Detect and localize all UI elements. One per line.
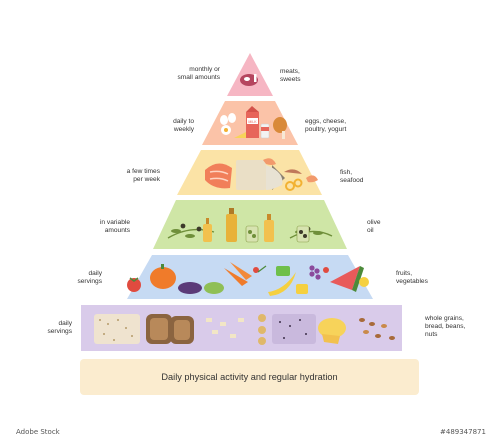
tier-4-left-label: in variable amounts (99, 219, 130, 234)
chicken-leg-icon (273, 117, 287, 139)
pumpkin-icon (150, 264, 176, 289)
tier-5-right-label: fruits, vegetables (396, 270, 428, 285)
bread-icon (146, 314, 194, 344)
pasta-icon (206, 314, 266, 345)
eggplant-icon (178, 282, 224, 294)
tier-6-left-label: daily servings (47, 320, 72, 335)
banana-icon (268, 266, 308, 296)
yogurt-icon (260, 123, 270, 139)
calamari-icon (284, 169, 303, 191)
grapes-icon (309, 265, 329, 280)
stock-brand: Adobe Stock (16, 428, 60, 436)
rice-icon (272, 314, 316, 344)
tier-1-right-label: meats, sweets (280, 68, 301, 83)
footer-banner: Daily physical activity and regular hydr… (80, 359, 419, 395)
tier-5-left-label: daily servings (77, 270, 102, 285)
tier-grains-bread-nuts (81, 305, 402, 351)
footer-text: Daily physical activity and regular hydr… (161, 372, 338, 382)
grains-icon (94, 314, 140, 344)
tier-3-left-label: a few times per week (126, 168, 160, 183)
watermelon-icon (330, 266, 369, 292)
olive-jar-icon (245, 225, 310, 243)
tier-olive-oil (153, 200, 347, 249)
carrot-icon (224, 262, 267, 286)
steak-icon (240, 74, 258, 86)
tier-eggs-cheese-poultry: MILK (202, 101, 298, 145)
fish-icon (236, 160, 285, 190)
tier-3-right-label: fish, seafood (340, 169, 364, 184)
milk-carton-icon: MILK (246, 106, 259, 138)
cheese-wheel-icon (318, 318, 346, 344)
tier-6-right-label: whole grains, bread, beans, nuts (425, 315, 466, 338)
tier-1-left-label: monthly or small amounts (177, 66, 220, 81)
tier-4-right-label: olive oil (367, 219, 381, 234)
nuts-icon (359, 318, 395, 340)
tier-meats-sweets (227, 53, 273, 96)
oil-bottle-icon (203, 208, 274, 242)
eggs-icon (220, 113, 236, 135)
tomato-icon (127, 277, 141, 292)
tier-2-left-label: daily to weekly (173, 118, 194, 133)
tier-fruits-vegetables (127, 255, 373, 299)
shrimp-icon (263, 158, 318, 183)
salmon-icon (205, 163, 232, 189)
tier-fish-seafood (177, 150, 322, 195)
tier-2-right-label: eggs, cheese, poultry, yogurt (305, 118, 347, 133)
stock-id: #489347871 (440, 428, 486, 436)
milk-label: MILK (248, 120, 257, 124)
